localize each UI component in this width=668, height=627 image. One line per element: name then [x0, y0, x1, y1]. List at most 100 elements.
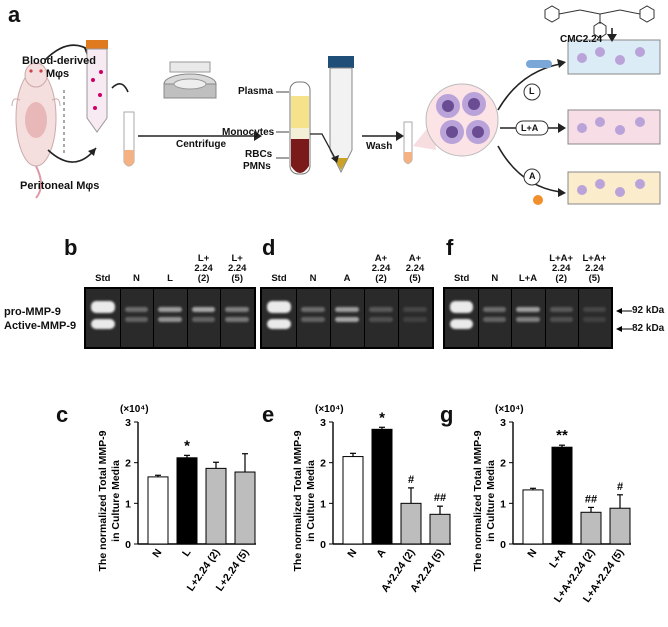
gel-band-active — [158, 317, 182, 322]
treatment-LA-label: L+A — [521, 123, 539, 133]
peritoneal-label: Peritoneal Mφs — [20, 180, 100, 192]
gel-band-active — [301, 317, 325, 322]
culture-well-L — [567, 39, 661, 75]
panel-letter-b: b — [64, 235, 78, 260]
panel-letter-c: c — [56, 402, 69, 427]
y-tick-label: 3 — [125, 417, 131, 429]
zymogram-gel-f — [443, 287, 613, 349]
gel-lane-label: A+2.24(2) — [371, 253, 391, 284]
gel-band-pro — [191, 307, 216, 312]
gel-band-active — [191, 317, 216, 322]
y-tick-label: 0 — [500, 539, 506, 551]
pmns-label: PMNs — [243, 161, 271, 172]
rat-illustration — [11, 62, 61, 199]
gel-lane-label: N — [132, 273, 140, 284]
sun-icon — [533, 195, 543, 205]
bar — [609, 507, 631, 545]
gel-lane-divider — [119, 289, 121, 347]
bar — [551, 446, 573, 545]
y-axis-label-line1: The normalized Total MMP-9 — [472, 430, 484, 571]
gel-band-pro — [483, 307, 507, 312]
y-axis-label-line1: The normalized Total MMP-9 — [292, 430, 304, 571]
zymogram-gel-b — [84, 287, 256, 349]
gel-band-active — [582, 317, 606, 322]
gel-band-active — [483, 317, 507, 322]
bar — [522, 489, 544, 545]
kda-92-label: 92 kDa — [632, 305, 665, 316]
significance-label: ## — [434, 492, 446, 504]
gel-band-pro — [335, 307, 359, 312]
gel-lane-label: Std — [95, 273, 111, 284]
cmc224-structure-icon — [544, 5, 655, 39]
plasma-label: Plasma — [238, 86, 274, 97]
panel-letter-a: a — [8, 2, 21, 27]
compound-label: CMC2.24 — [560, 34, 603, 45]
y-tick-label: 3 — [320, 417, 326, 429]
gel-lane-divider — [364, 289, 365, 347]
collection-tube-icon — [328, 56, 354, 174]
gel-lane-divider — [186, 289, 188, 347]
gel-band-pro — [549, 307, 573, 312]
bar — [234, 471, 256, 545]
gel-band-active — [403, 317, 427, 322]
bar — [429, 513, 451, 545]
scale-label: (×10⁴) — [120, 404, 149, 415]
gel-band-pro — [369, 307, 393, 312]
rbcs-label: RBCs — [245, 149, 273, 160]
gel-lane-divider — [296, 289, 297, 347]
separated-blood-tube-icon — [289, 81, 311, 175]
treatment-L-label: L — [529, 86, 535, 96]
panel-letter-g: g — [440, 402, 454, 427]
y-tick-label: 1 — [500, 498, 506, 510]
bar — [342, 456, 364, 545]
washed-tube-icon — [403, 121, 413, 164]
significance-label: ** — [556, 427, 568, 444]
culture-well-LA — [567, 109, 661, 145]
sample-tube-icon — [123, 111, 135, 167]
panel-letter-e: e — [262, 402, 275, 427]
bar — [400, 502, 422, 545]
y-tick-label: 1 — [125, 498, 131, 510]
gel-lane-divider — [330, 289, 331, 347]
y-tick-label: 0 — [320, 539, 326, 551]
zymogram-gel-d — [260, 287, 434, 349]
gel-band-pro — [403, 307, 427, 312]
gel-band-active — [516, 317, 540, 322]
gel-lane-label: Std — [453, 273, 470, 284]
active-mmp9-label: Active-MMP-9 — [4, 320, 77, 332]
y-axis-label-line1: The normalized Total MMP-9 — [97, 430, 109, 571]
pro-mmp9-label: pro-MMP-9 — [4, 306, 61, 318]
gel-lane-divider — [577, 289, 579, 347]
blood-derived-mphi-label: Mφs — [46, 68, 70, 80]
gel-band-pro — [516, 307, 540, 312]
gel-lane-label: L+2.24(5) — [227, 253, 247, 284]
workflow-schematic — [11, 5, 661, 205]
gel-lane-divider — [544, 289, 546, 347]
kda-82-label: 82 kDa — [632, 323, 665, 334]
significance-label: ## — [585, 493, 597, 505]
bar — [147, 476, 169, 545]
significance-label: # — [617, 481, 623, 493]
conical-tube-icon — [86, 40, 108, 133]
gel-lane-divider — [153, 289, 155, 347]
macrophage-cells-icon — [425, 83, 499, 157]
gel-band-active — [225, 317, 249, 322]
gel-band-active — [124, 317, 149, 322]
treatment-A-label: A — [529, 171, 536, 181]
y-tick-label: 0 — [125, 539, 131, 551]
x-category-label: A — [374, 547, 388, 560]
gel-band-pro — [301, 307, 325, 312]
panel-letter-f: f — [446, 235, 454, 260]
gel-band-active — [450, 319, 474, 329]
x-category-label: N — [345, 547, 359, 560]
gel-lane-divider — [511, 289, 513, 347]
gel-lane-label: A+2.24(5) — [405, 253, 425, 284]
y-tick-label: 2 — [320, 458, 326, 470]
y-tick-label: 3 — [500, 417, 506, 429]
gel-band-pro — [158, 307, 182, 312]
bar — [580, 511, 602, 545]
wash-label: Wash — [366, 141, 393, 152]
significance-label: # — [408, 474, 414, 486]
